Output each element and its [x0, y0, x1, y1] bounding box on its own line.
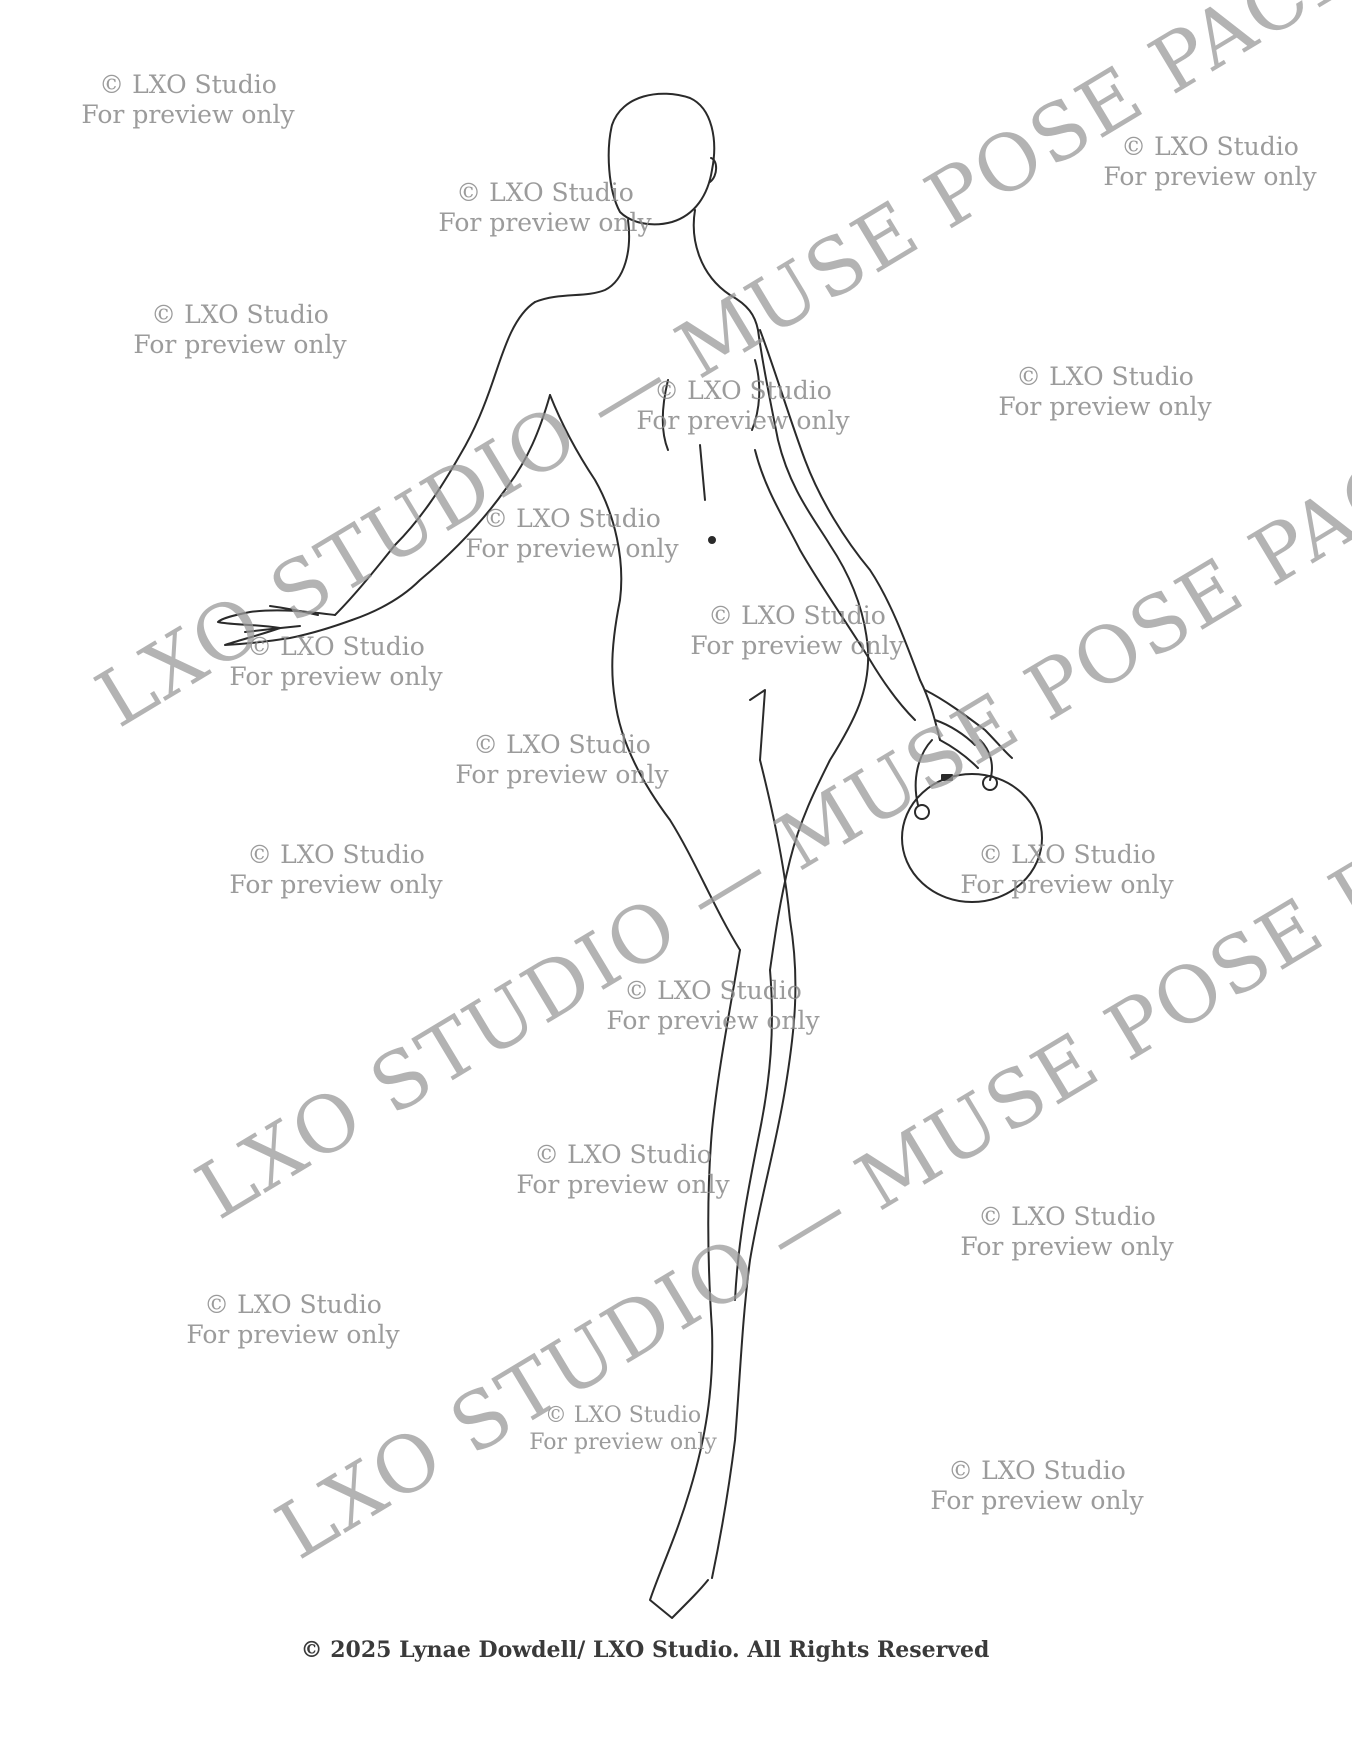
- watermark-line2: For preview only: [606, 1006, 820, 1035]
- watermark-line2: For preview only: [438, 208, 652, 237]
- watermark-line1: © LXO Studio: [1016, 362, 1194, 391]
- watermark-line1: © LXO Studio: [544, 1403, 702, 1428]
- watermark-line1: © LXO Studio: [624, 976, 802, 1005]
- watermark-line1: © LXO Studio: [534, 1140, 712, 1169]
- navel: [708, 536, 716, 544]
- watermark-line1: © LXO Studio: [978, 1202, 1156, 1231]
- small-watermark: © LXO Studio For preview only: [998, 362, 1211, 422]
- bag-ring-right: [982, 775, 998, 791]
- watermark-line2: For preview only: [133, 330, 347, 359]
- watermark-line1: © LXO Studio: [151, 300, 329, 329]
- small-watermark: © LXO Studio For preview only: [960, 1202, 1173, 1262]
- neck-left: [534, 219, 631, 303]
- watermark-line1: © LXO Studio: [247, 840, 425, 869]
- small-watermark: © LXO Studio For preview only: [606, 976, 819, 1036]
- ear-outline: [709, 157, 718, 183]
- left-leg-outer: [649, 949, 741, 1619]
- watermark-line2: For preview only: [960, 1232, 1174, 1261]
- watermark-line2: For preview only: [1103, 162, 1317, 191]
- small-watermark: © LXO Studio For preview only: [690, 601, 903, 661]
- bag-handle-left: [914, 739, 933, 806]
- bag-ring-left: [914, 804, 930, 820]
- right-hand: [919, 679, 1013, 769]
- chest-line-left: [661, 379, 669, 451]
- watermark-line2: For preview only: [930, 1486, 1144, 1515]
- watermark-line2: For preview only: [529, 1430, 717, 1455]
- right-arm-inner: [754, 449, 916, 721]
- watermark-line2: For preview only: [229, 870, 443, 899]
- sternum-line: [699, 444, 706, 501]
- small-watermark: © LXO Studio For preview only: [636, 376, 849, 436]
- small-watermark: © LXO Studio For preview only: [465, 504, 678, 564]
- watermark-line2: For preview only: [636, 406, 850, 435]
- watermark-line1: © LXO Studio: [99, 70, 277, 99]
- small-watermark: © LXO Studio For preview only: [133, 300, 346, 360]
- small-watermark: © LXO Studio For preview only: [81, 70, 294, 130]
- watermark-line1: © LXO Studio: [456, 178, 634, 207]
- left-arm-inner: [351, 394, 551, 621]
- left-leg-inner: [759, 759, 791, 921]
- watermark-line1: © LXO Studio: [483, 504, 661, 533]
- watermark-line2: For preview only: [81, 100, 295, 129]
- watermark-line2: For preview only: [455, 760, 669, 789]
- small-watermark: © LXO Studio For preview only: [186, 1290, 399, 1350]
- watermark-line1: © LXO Studio: [978, 840, 1156, 869]
- bag-clasp: [941, 774, 953, 781]
- small-watermark: © LXO Studio For preview only: [229, 632, 442, 692]
- small-watermark: © LXO Studio For preview only: [960, 840, 1173, 900]
- handbag: [901, 773, 1043, 903]
- watermark-line2: For preview only: [960, 870, 1174, 899]
- left-hand-fingers: [244, 605, 319, 633]
- small-watermark: © LXO Studio For preview only: [516, 1140, 729, 1200]
- watermark-line2: For preview only: [690, 631, 904, 660]
- watermark-line1: © LXO Studio: [473, 730, 651, 759]
- watermark-line2: For preview only: [465, 534, 679, 563]
- chest-line-right: [751, 359, 761, 431]
- small-watermark: © LXO Studio For preview only: [438, 178, 651, 238]
- right-arm-outer: [759, 329, 921, 681]
- torso-right: [757, 329, 870, 971]
- small-watermark: © LXO Studio For preview only: [455, 730, 668, 790]
- head-outline: [607, 92, 716, 226]
- small-watermark: © LXO Studio For preview only: [529, 1402, 717, 1456]
- watermark-line1: © LXO Studio: [204, 1290, 382, 1319]
- right-leg: [711, 919, 797, 1579]
- small-watermark: © LXO Studio For preview only: [229, 840, 442, 900]
- watermark-line1: © LXO Studio: [654, 376, 832, 405]
- torso-left: [549, 394, 741, 951]
- small-watermark: © LXO Studio For preview only: [1103, 132, 1316, 192]
- left-arm-outer: [334, 301, 536, 616]
- left-leg-front: [734, 969, 773, 1301]
- watermark-line2: For preview only: [186, 1320, 400, 1349]
- copyright-footer: © 2025 Lynae Dowdell/ LXO Studio. All Ri…: [300, 1637, 990, 1663]
- small-watermark: © LXO Studio For preview only: [930, 1456, 1143, 1516]
- watermark-line1: © LXO Studio: [948, 1456, 1126, 1485]
- watermark-line1: © LXO Studio: [1121, 132, 1299, 161]
- crotch-line: [749, 689, 766, 761]
- neck-right: [692, 209, 759, 331]
- watermark-line2: For preview only: [229, 662, 443, 691]
- watermark-line2: For preview only: [998, 392, 1212, 421]
- watermark-line1: © LXO Studio: [247, 632, 425, 661]
- watermark-line1: © LXO Studio: [708, 601, 886, 630]
- watermark-line2: For preview only: [516, 1170, 730, 1199]
